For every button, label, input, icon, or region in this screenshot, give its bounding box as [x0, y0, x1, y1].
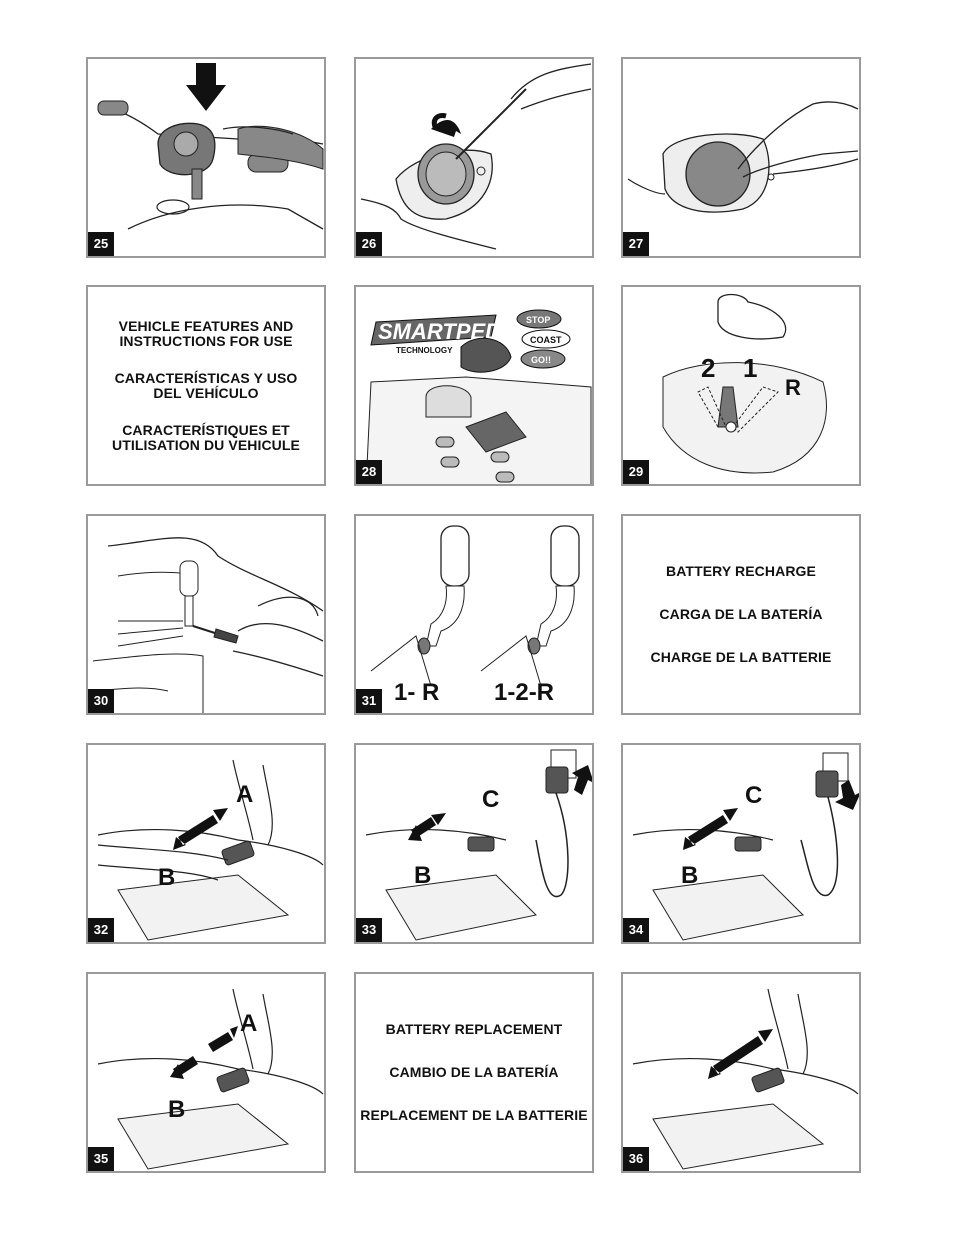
logo-smartpedal: SMARTPEDAL [378, 319, 530, 344]
gear-label-r: R [785, 375, 801, 400]
illustration-shifter-screw [92, 537, 324, 713]
illustration-sticker-apply [627, 101, 859, 213]
figure-number: 30 [88, 689, 114, 713]
logo-stop: STOP [526, 315, 550, 325]
heading-fr: CHARGE DE LA BATTERIE [650, 649, 832, 665]
panel-battery-replacement: BATTERY REPLACEMENT CAMBIO DE LA BATERÍA… [354, 972, 594, 1173]
heading-es: CARACTERÍSTICAS Y USO DEL VEHÍCULO [114, 369, 298, 401]
panel-29: 2 1 R 29 [621, 285, 861, 486]
shifter-label-1r: 1- R [394, 679, 439, 706]
panel-33: C B 33 [354, 743, 594, 944]
heading-es: CAMBIO DE LA BATERÍA [389, 1064, 559, 1080]
figure-number: 33 [356, 918, 382, 942]
figure-number: 34 [623, 918, 649, 942]
panel-31: 1- R 1-2-R 31 [354, 514, 594, 715]
logo-go: GO!! [531, 355, 551, 365]
label-b: B [168, 1096, 185, 1123]
heading-en: BATTERY RECHARGE [666, 563, 816, 579]
panel-35: A B 35 [86, 972, 326, 1173]
label-b: B [158, 864, 175, 891]
panel-27: 27 [621, 57, 861, 258]
logo-coast: COAST [530, 335, 562, 345]
figure-number: 31 [356, 689, 382, 713]
panel-25: 25 [86, 57, 326, 258]
figure-number: 35 [88, 1147, 114, 1171]
heading-en: BATTERY REPLACEMENT [385, 1021, 563, 1037]
panel-28: SMARTPEDAL TECHNOLOGY STOP COAST GO!! 28 [354, 285, 594, 486]
heading-fr: REPLACEMENT DE LA BATTERIE [360, 1107, 588, 1123]
illustration-sticker-removal [360, 63, 592, 250]
figure-number: 26 [356, 232, 382, 256]
gear-label-1: 1 [743, 353, 757, 383]
label-c: C [745, 782, 762, 809]
label-b: B [414, 862, 431, 889]
figure-number: 36 [623, 1147, 649, 1171]
label-a: A [236, 781, 253, 808]
panel-36: 36 [621, 972, 861, 1173]
panel-34: C B 34 [621, 743, 861, 944]
illustration-smartpedal: SMARTPEDAL TECHNOLOGY STOP COAST GO!! [365, 309, 592, 484]
illustration-connector-reconnect: A B [97, 988, 324, 1170]
heading-en: VEHICLE FEATURES AND INSTRUCTIONS FOR US… [118, 317, 294, 349]
heading-fr: CARACTERÍSTIQUES ET UTILISATION DU VEHIC… [112, 421, 300, 453]
label-c: C [482, 786, 499, 813]
panel-32: A B 32 [86, 743, 326, 944]
panel-battery-recharge: BATTERY RECHARGE CARGA DE LA BATERÍA CHA… [621, 514, 861, 715]
panel-30: 30 [86, 514, 326, 715]
heading-es: CARGA DE LA BATERÍA [659, 606, 823, 622]
figure-number: 28 [356, 460, 382, 484]
logo-technology: TECHNOLOGY [396, 346, 453, 355]
figure-number: 32 [88, 918, 114, 942]
illustration-charger-plug-in: C B [365, 749, 592, 941]
panel-26: 26 [354, 57, 594, 258]
figure-number: 29 [623, 460, 649, 484]
illustration-connector-disconnect: A B [97, 759, 324, 941]
illustration-charger-unplug: C B [632, 752, 859, 941]
illustration-gear-shifter: 2 1 R [662, 293, 827, 474]
figure-number: 25 [88, 232, 114, 256]
panel-vehicle-features: VEHICLE FEATURES AND INSTRUCTIONS FOR US… [86, 285, 326, 486]
label-b: B [681, 862, 698, 889]
illustration-handlebar-install [97, 63, 324, 230]
illustration-battery-connect [632, 988, 859, 1170]
illustration-shifter-positions: 1- R 1-2-R [370, 525, 580, 706]
gear-label-2: 2 [701, 353, 715, 383]
figure-number: 27 [623, 232, 649, 256]
label-a: A [240, 1010, 257, 1037]
shifter-label-12r: 1-2-R [494, 679, 554, 706]
